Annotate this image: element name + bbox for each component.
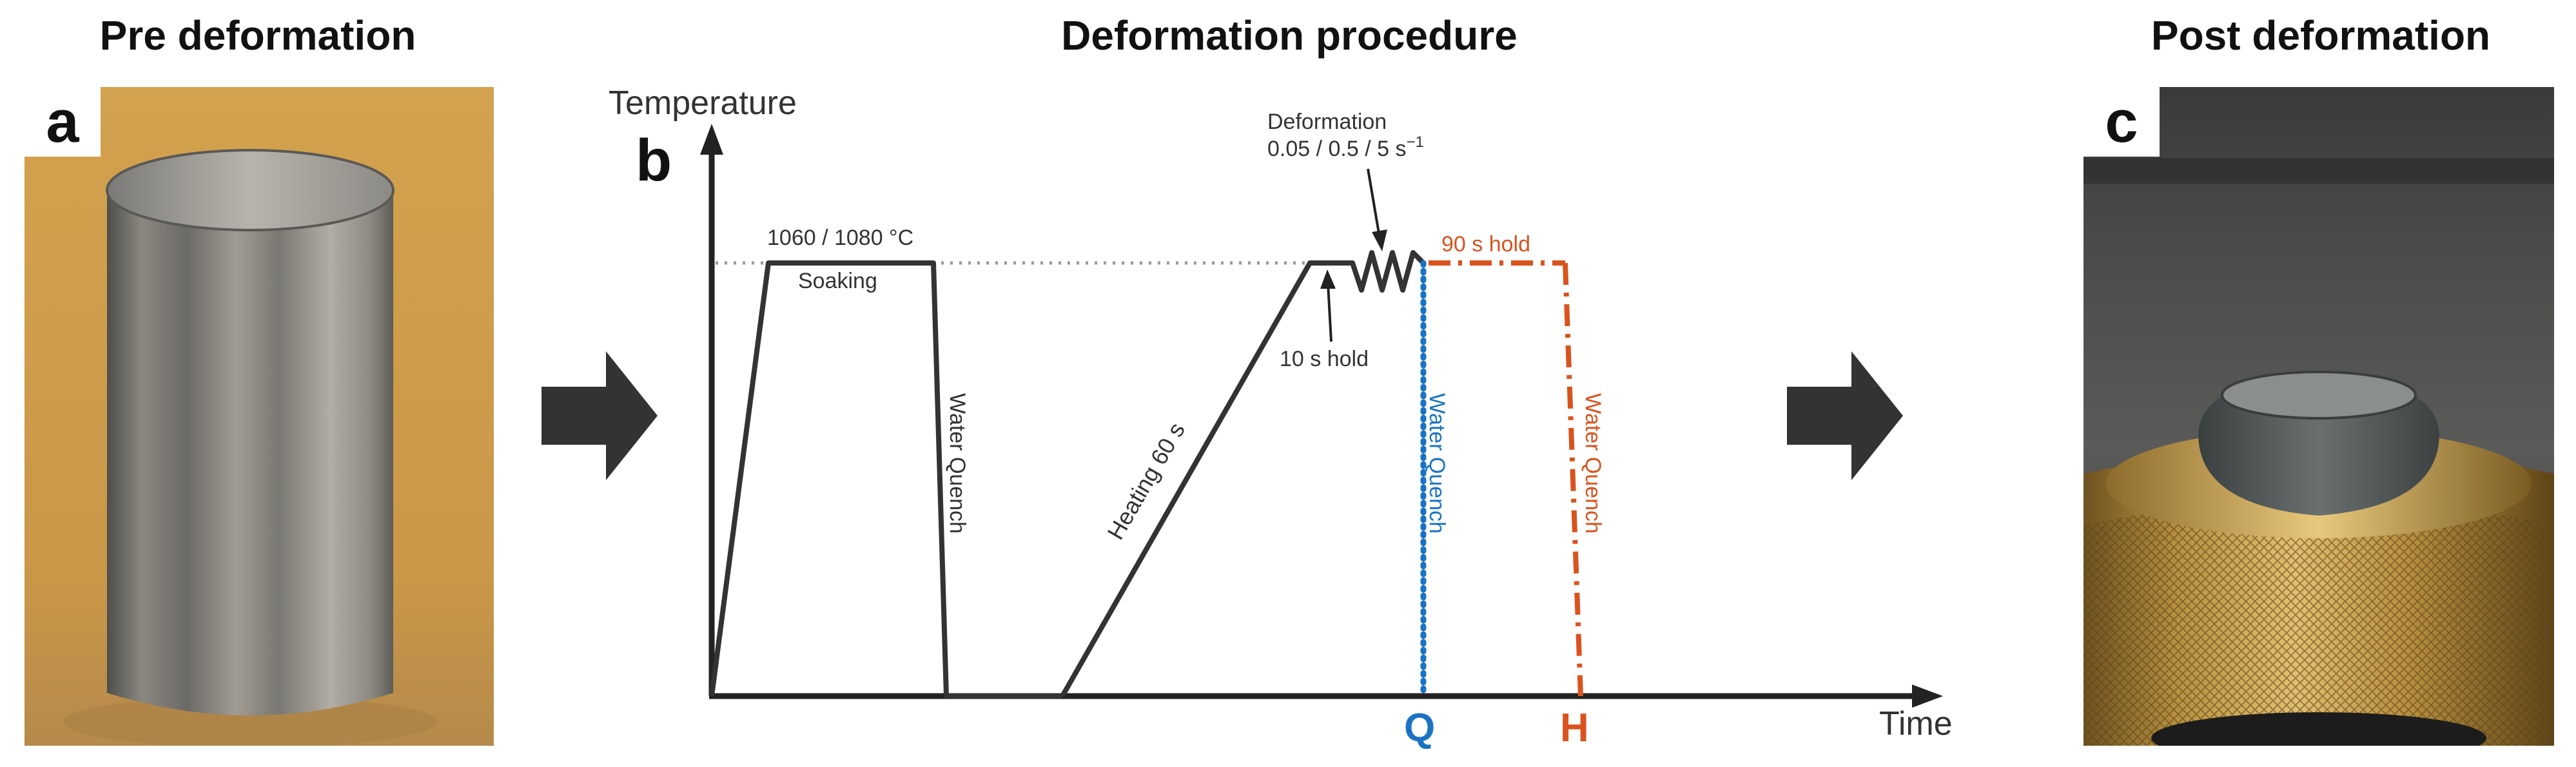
y-axis-arrowhead <box>700 124 723 155</box>
heating-deformation-curve <box>1060 250 1425 697</box>
deformation-rate-label: 0.05 / 0.5 / 5 s−1 <box>1267 133 1424 161</box>
water-quench-label-q: Water Quench <box>1425 393 1449 534</box>
arrow-right-icon <box>542 351 658 480</box>
arrow-right-icon <box>1787 351 1903 480</box>
x-axis-arrowhead <box>1912 684 1943 708</box>
hold-90s-label: 90 s hold <box>1441 232 1530 257</box>
deformation-label: Deformation <box>1267 110 1387 134</box>
water-quench-label-h: Water Quench <box>1581 393 1605 534</box>
marker-q: Q <box>1404 706 1435 750</box>
hold-10s-arrowhead <box>1320 269 1336 289</box>
hold-10s-label: 10 s hold <box>1280 347 1369 371</box>
quench-h-line <box>1563 262 1583 697</box>
marker-h: H <box>1560 706 1589 750</box>
title-post-deformation: Post deformation <box>2151 12 2491 59</box>
soaking-label: Soaking <box>798 269 877 293</box>
deformed-sample-image <box>2083 87 2554 746</box>
hold-10s-pointer <box>1327 283 1332 342</box>
photo-post-deformation: c <box>2083 87 2554 746</box>
x-axis-label: Time <box>1879 705 1953 743</box>
panel-label-c: c <box>2083 87 2160 157</box>
photo-pre-deformation: a <box>24 87 494 746</box>
title-pre-deformation: Pre deformation <box>99 12 416 59</box>
deformation-rate-exponent: −1 <box>1406 133 1423 151</box>
heating-label: Heating 60 s <box>1102 418 1190 544</box>
soaking-cycle-curve <box>709 260 1062 699</box>
panel-label-b: b <box>636 128 672 193</box>
panel-label-a: a <box>24 87 101 157</box>
y-axis-label: Temperature <box>609 84 797 122</box>
deformation-pointer <box>1367 168 1381 238</box>
water-quench-label-1: Water Quench <box>945 393 970 534</box>
temperature-label: 1060 / 1080 °C <box>767 226 913 250</box>
deformation-arrowhead <box>1372 229 1387 251</box>
title-deformation-procedure: Deformation procedure <box>1061 12 1517 59</box>
deformation-procedure-diagram: Temperature Time b 1060 / 1080 °C Soakin… <box>609 84 1953 750</box>
cylinder-sample-image <box>24 87 494 746</box>
